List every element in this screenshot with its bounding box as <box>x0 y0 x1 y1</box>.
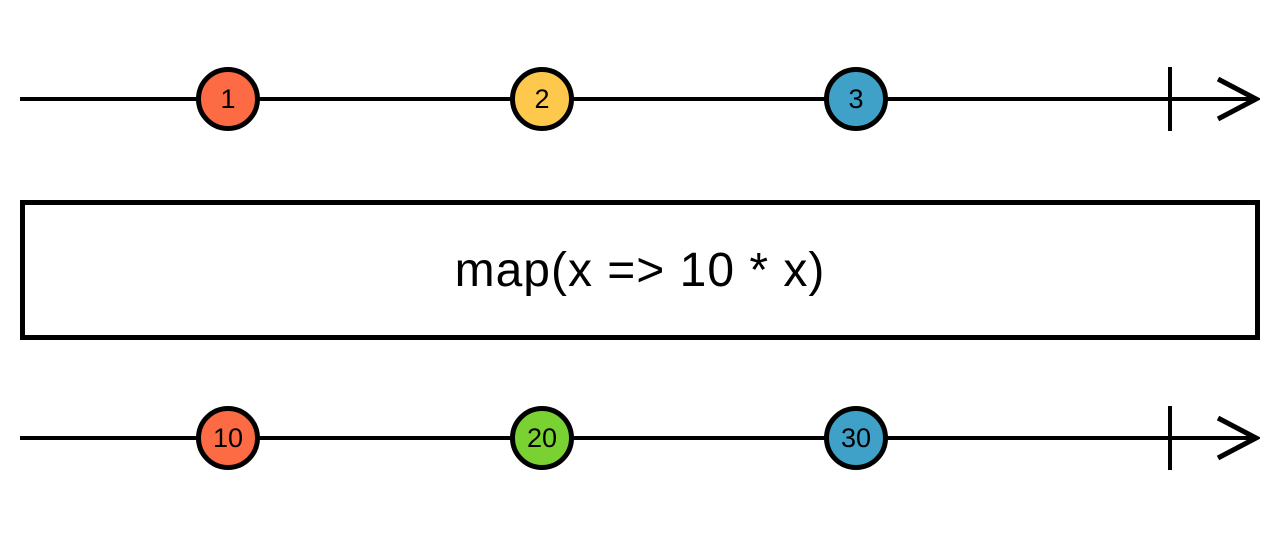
arrowhead-icon <box>1216 77 1260 121</box>
marble: 3 <box>824 67 888 131</box>
complete-tick <box>1168 67 1172 131</box>
input-stream: 1 2 3 <box>0 67 1280 131</box>
marble: 30 <box>824 406 888 470</box>
marble: 20 <box>510 406 574 470</box>
complete-tick <box>1168 406 1172 470</box>
operator-box: map(x => 10 * x) <box>20 200 1260 340</box>
timeline-line <box>20 97 1256 101</box>
arrowhead-icon <box>1216 416 1260 460</box>
marble: 1 <box>196 67 260 131</box>
output-stream: 10 20 30 <box>0 406 1280 470</box>
marble: 2 <box>510 67 574 131</box>
timeline-line <box>20 436 1256 440</box>
operator-label: map(x => 10 * x) <box>454 243 826 297</box>
marble: 10 <box>196 406 260 470</box>
